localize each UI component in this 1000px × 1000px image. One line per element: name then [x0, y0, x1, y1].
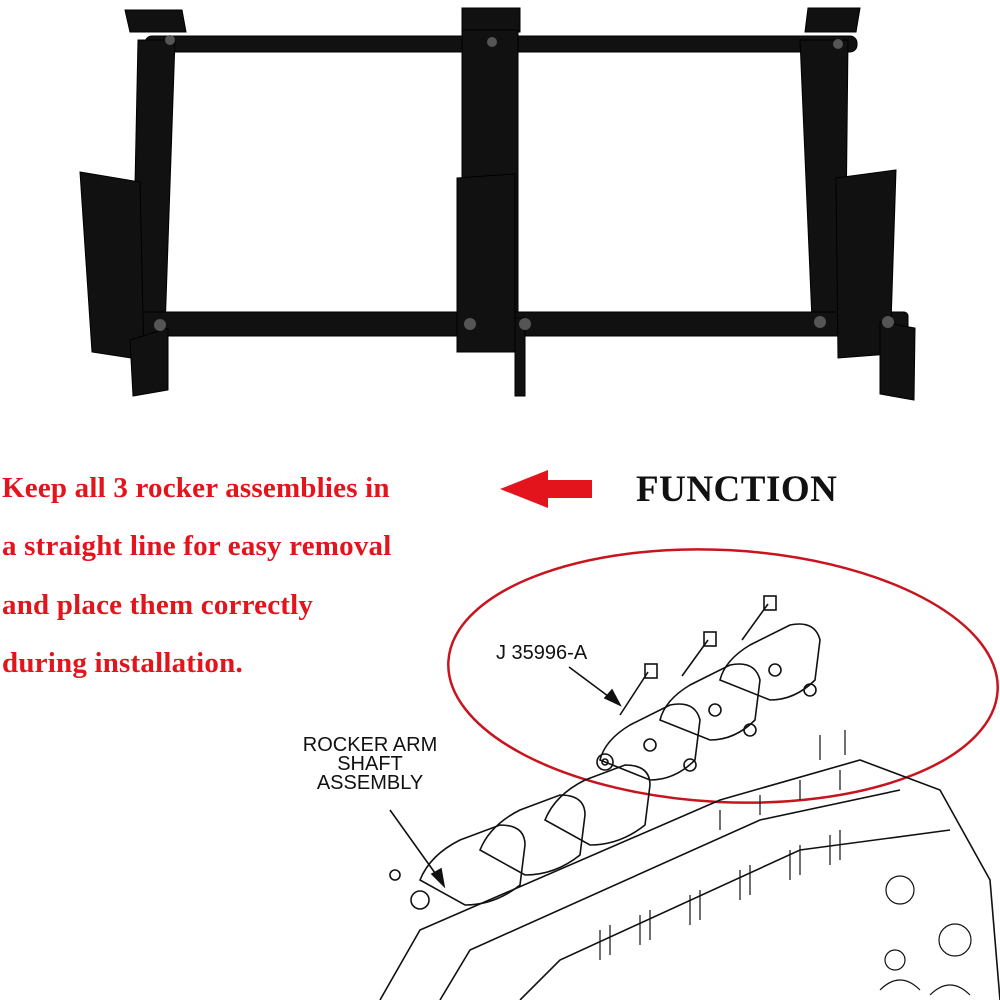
description-line-2: a straight line for easy removal: [2, 530, 392, 562]
rocker-rack-photo: [79, 7, 916, 401]
tool-label: J 35996-A: [496, 642, 588, 664]
assembly-label: ROCKER ARM SHAFT ASSEMBLY: [280, 734, 460, 794]
description-line-4: during installation.: [2, 647, 243, 679]
assembly-label-line-1: ROCKER ARM: [302, 734, 438, 756]
assembly-label-line-3: ASSEMBLY: [316, 772, 424, 794]
function-heading: FUNCTION: [636, 469, 838, 510]
description-line-1: Keep all 3 rocker assemblies in: [2, 472, 390, 504]
assembly-label-line-2: SHAFT: [337, 753, 403, 775]
description-line-3: and place them correctly: [2, 589, 314, 621]
